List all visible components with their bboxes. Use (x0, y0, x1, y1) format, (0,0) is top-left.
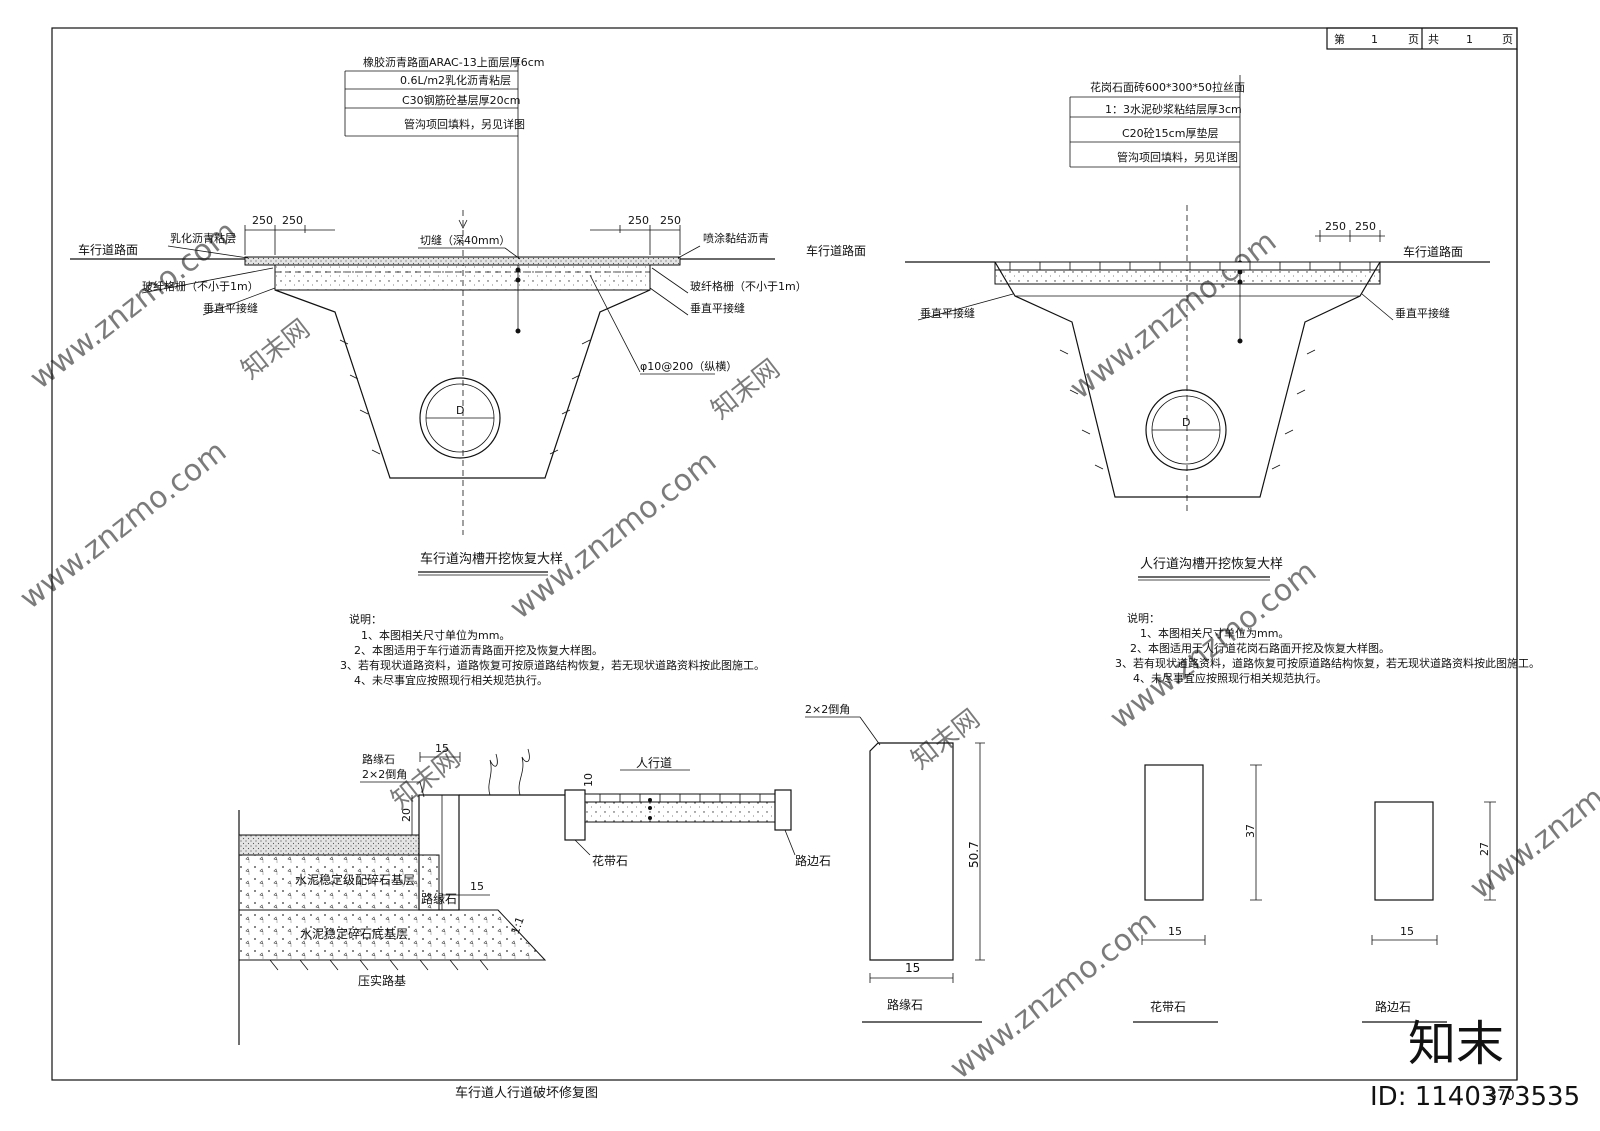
note-item: 2、本图适用于人行道花岗石路面开挖及恢复大样图。 (1130, 641, 1390, 655)
title-block: 第 1 页 共 1 页 (1326, 27, 1518, 1080)
note-item: 1、本图相关尺寸单位为mm。 (1140, 626, 1289, 640)
layer-label: 1：3水泥砂浆粘结层厚3cm (1105, 102, 1242, 116)
dim-label: 15 (435, 742, 449, 755)
notes-heading: 说明： (349, 612, 382, 626)
label-joint-right: 垂直平接缝 (1395, 306, 1450, 320)
dim-label: 15 (470, 880, 484, 893)
label-kerb: 路缘石 (362, 753, 395, 766)
caption: 路缘石 (887, 997, 923, 1012)
label-planter: 花带石 (592, 853, 628, 868)
watermark-logo: 知末 ID: 1140373535 370 (1370, 1016, 1580, 1112)
label-slope: 1:1 (509, 915, 527, 936)
caption: 车行道沟槽开挖恢复大样 (420, 551, 563, 567)
dim-label: 27 (1478, 842, 1491, 856)
layer-label: 管沟项回填料，另见详图 (1117, 150, 1238, 164)
sheet-prefix: 第 (1334, 32, 1345, 46)
dim-label: 37 (1244, 824, 1257, 838)
pipe-diameter: D (1182, 416, 1190, 429)
road-label: 车行道路面 (78, 242, 138, 257)
watermark-text: www.znzmo.com (943, 904, 1163, 1086)
label-cut: 切缝（深40mm） (420, 233, 510, 247)
notes-heading: 说明： (1127, 611, 1160, 625)
vehicle-trench-detail: 橡胶沥青路面ARAC-13上面层厚6cm 0.6L/m2乳化沥青粘层 C30钢筋… (70, 55, 807, 687)
dim-label: 15 (1400, 925, 1414, 938)
logo-text: 知末 (1408, 1016, 1504, 1072)
caption: 人行道沟槽开挖恢复大样 (1140, 557, 1283, 572)
label-chamfer: 2×2倒角 (362, 768, 407, 781)
label-joint-left: 垂直平接缝 (203, 301, 258, 315)
label-sidewalk: 人行道 (636, 756, 672, 770)
dim-label: 250 (252, 214, 273, 227)
dim-label: 250 (660, 214, 681, 227)
dim-label: 15 (1168, 925, 1182, 938)
label-grid-right: 玻纤格栅（不小于1m） (690, 279, 807, 293)
total-number: 1 (1466, 33, 1473, 46)
sheet-number: 1 (1371, 33, 1378, 46)
note-item: 3、若有现状道路资料，道路恢复可按原道路结构恢复，若无现状道路资料按此图施工。 (340, 658, 765, 672)
label-edge: 路边石 (795, 853, 831, 868)
watermark-text: www.znzmo.com (503, 444, 723, 626)
label-grid-left: 玻纤格栅（不小于1m） (142, 279, 259, 293)
kerb-stone-detail: 2×2倒角 50.7 15 路缘石 (805, 703, 985, 1023)
dim-label: 250 (282, 214, 303, 227)
layer-label: C20砼15cm厚垫层 (1122, 126, 1218, 140)
watermark-text: www.znzmo.com (1063, 224, 1283, 406)
label-kerb2: 路缘石 (421, 891, 457, 906)
watermark-brand: 知末网 (906, 704, 986, 776)
dim-label: 20 (400, 808, 413, 822)
note-item: 3、若有现状道路资料，道路恢复可按原道路结构恢复，若无现状道路资料按此图施工。 (1115, 656, 1540, 670)
edge-stone-detail: 27 15 路边石 (1362, 801, 1496, 1023)
id-text: ID: 1140373535 (1370, 1082, 1580, 1112)
pipe-diameter: D (456, 404, 464, 417)
caption: 花带石 (1150, 999, 1186, 1014)
layer-label: 橡胶沥青路面ARAC-13上面层厚6cm (363, 55, 544, 69)
label-spray: 喷涂黏结沥青 (703, 231, 769, 245)
road-label: 车行道路面 (1403, 244, 1463, 259)
watermark-text: www.znzmo.com (1463, 724, 1600, 906)
dim-label: 15 (905, 961, 920, 975)
caption: 路边石 (1375, 999, 1411, 1014)
layer-label: C30钢筋砼基层厚20cm (402, 93, 520, 107)
dim-label: 50.7 (967, 841, 981, 868)
pavement-repair-detail: 15 路缘石 2×2倒角 20 10 人行道 水泥稳定级配碎石基层 15 路缘石… (238, 742, 831, 1101)
planter-stone-detail: 37 15 花带石 (1133, 764, 1262, 1023)
note-item: 1、本图相关尺寸单位为mm。 (361, 628, 510, 642)
sidewalk-trench-detail: 花岗石面砖600*300*50拉丝面 1：3水泥砂浆粘结层厚3cm C20砼15… (806, 75, 1540, 685)
page-number: 370 (1488, 1088, 1515, 1104)
dim-label: 250 (628, 214, 649, 227)
sheet-unit: 页 (1408, 33, 1419, 46)
dim-label: 250 (1325, 220, 1346, 233)
label-rebar: φ10@200（纵横） (640, 359, 737, 373)
layer-label: 0.6L/m2乳化沥青粘层 (400, 73, 511, 87)
total-unit: 页 (1502, 33, 1513, 46)
dim-label: 250 (1355, 220, 1376, 233)
note-item: 2、本图适用于车行道沥青路面开挖及恢复大样图。 (354, 643, 603, 657)
road-label: 车行道路面 (806, 243, 866, 258)
layer-label: 管沟项回填料，另见详图 (404, 117, 525, 131)
caption: 车行道人行道破坏修复图 (455, 1085, 598, 1101)
label-base: 水泥稳定级配碎石基层 (295, 872, 415, 887)
label-subgrade: 压实路基 (358, 973, 406, 988)
label-chamfer: 2×2倒角 (805, 703, 850, 716)
dim-label: 10 (582, 773, 595, 787)
note-item: 4、未尽事宜应按照现行相关规范执行。 (1133, 671, 1327, 685)
label-subbase: 水泥稳定碎石底基层 (300, 926, 408, 941)
total-prefix: 共 (1428, 33, 1439, 46)
layer-label: 花岗石面砖600*300*50拉丝面 (1090, 80, 1245, 94)
watermark-text: www.znzmo.com (13, 434, 233, 616)
label-joint-right: 垂直平接缝 (690, 301, 745, 315)
note-item: 4、未尽事宜应按照现行相关规范执行。 (354, 673, 548, 687)
label-joint-left: 垂直平接缝 (920, 306, 975, 320)
watermark-brand: 知末网 (236, 314, 316, 386)
label-emulsion: 乳化沥青粘层 (170, 231, 236, 245)
